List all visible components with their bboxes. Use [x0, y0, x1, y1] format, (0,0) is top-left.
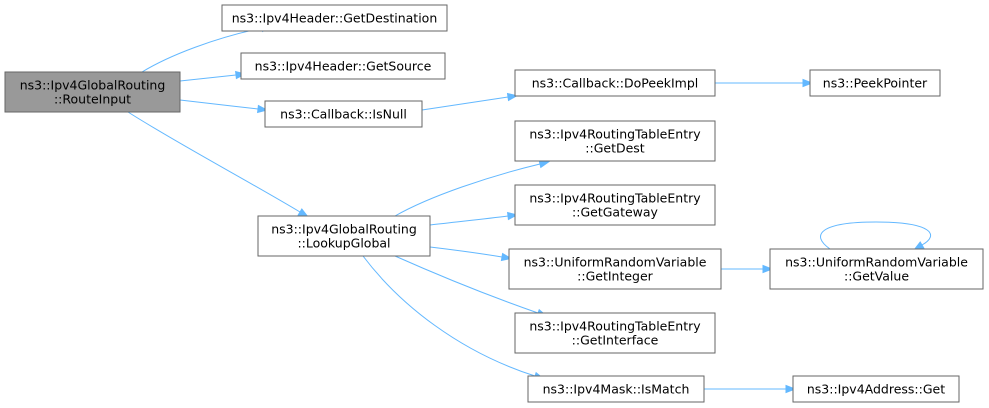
- node-getdestentry[interactable]: ns3::Ipv4RoutingTableEntry::GetDest: [514, 120, 716, 162]
- node-label: ns3::Ipv4GlobalRouting: [271, 222, 417, 237]
- node-label: ns3::PeekPointer: [823, 76, 928, 91]
- node-box: [514, 312, 716, 354]
- node-label: ::GetDest: [585, 141, 645, 156]
- node-label: ns3::Ipv4Address::Get: [807, 382, 945, 397]
- arrowhead: [538, 160, 551, 169]
- node-label: ::GetValue: [844, 269, 909, 284]
- edge-root-to-isnull: [179, 99, 269, 114]
- node-getdest[interactable]: ns3::Ipv4Header::GetDestination: [221, 4, 448, 32]
- arrowhead: [507, 211, 519, 221]
- arrowhead: [785, 384, 797, 394]
- nodes-layer: ns3::Ipv4GlobalRouting::RouteInputns3::I…: [4, 4, 984, 403]
- node-label: ::LookupGlobal: [297, 236, 390, 251]
- edge-line: [179, 74, 237, 82]
- edge-ismatch-to-addrget: [704, 384, 797, 394]
- edge-line: [141, 27, 263, 73]
- edge-line: [429, 246, 503, 258]
- node-box: [508, 248, 722, 290]
- node-label: ns3::Ipv4Mask::IsMatch: [543, 382, 690, 397]
- node-label: ns3::Ipv4GlobalRouting: [20, 78, 166, 93]
- edge-line: [421, 96, 509, 111]
- node-box: [4, 71, 181, 113]
- node-box: [514, 69, 716, 97]
- node-label: ns3::UniformRandomVariable: [524, 255, 707, 270]
- arrowhead: [257, 104, 269, 114]
- edge-isnull-to-dopeek: [421, 92, 519, 111]
- node-box: [257, 215, 431, 257]
- node-dopeek[interactable]: ns3::Callback::DoPeekImpl: [514, 69, 716, 97]
- edge-line: [394, 163, 541, 217]
- node-box: [514, 120, 716, 162]
- node-addrget[interactable]: ns3::Ipv4Address::Get: [792, 375, 960, 403]
- node-box: [221, 4, 448, 32]
- node-isnull[interactable]: ns3::Callback::IsNull: [264, 100, 423, 128]
- node-lookup[interactable]: ns3::Ipv4GlobalRouting::LookupGlobal: [257, 215, 431, 257]
- node-label: ns3::Callback::IsNull: [280, 107, 407, 122]
- node-box: [240, 52, 446, 80]
- edge-root-to-lookup: [127, 111, 309, 218]
- node-root[interactable]: ns3::Ipv4GlobalRouting::RouteInput: [4, 71, 181, 113]
- node-box: [792, 375, 960, 403]
- node-box: [264, 100, 423, 128]
- edges-layer: [127, 23, 932, 394]
- edge-line: [820, 221, 932, 250]
- node-box: [809, 69, 941, 97]
- edge-line: [179, 99, 259, 110]
- edge-line: [394, 255, 539, 314]
- node-label: ::GetGateway: [572, 205, 659, 220]
- arrowhead: [297, 208, 309, 218]
- node-label: ns3::Callback::DoPeekImpl: [532, 76, 699, 91]
- node-box: [527, 375, 705, 403]
- node-label: ns3::Ipv4RoutingTableEntry: [529, 191, 701, 206]
- arrowhead: [802, 78, 814, 88]
- node-label: ns3::UniformRandomVariable: [785, 255, 968, 270]
- node-label: ns3::Ipv4Header::GetDestination: [232, 11, 438, 26]
- node-getinterface[interactable]: ns3::Ipv4RoutingTableEntry::GetInterface: [514, 312, 716, 354]
- node-label: ns3::Ipv4RoutingTableEntry: [529, 127, 701, 142]
- arrowhead: [762, 264, 774, 274]
- edge-getinteger-to-getvalue: [721, 264, 774, 274]
- node-label: ns3::Ipv4Header::GetSource: [255, 59, 432, 74]
- node-ismatch[interactable]: ns3::Ipv4Mask::IsMatch: [527, 375, 705, 403]
- edge-getvalue-to-getvalue: [820, 221, 932, 251]
- node-getsource[interactable]: ns3::Ipv4Header::GetSource: [240, 52, 446, 80]
- node-label: ::RouteInput: [54, 92, 131, 107]
- node-label: ::GetInterface: [572, 333, 659, 348]
- edge-root-to-getsource: [179, 70, 247, 82]
- node-label: ::GetInteger: [577, 269, 654, 284]
- edge-dopeek-to-peekptr: [715, 78, 814, 88]
- edge-lookup-to-getinteger: [429, 246, 513, 262]
- edge-line: [429, 215, 509, 226]
- node-box: [514, 184, 716, 226]
- edge-line: [362, 255, 536, 377]
- node-getinteger[interactable]: ns3::UniformRandomVariable::GetInteger: [508, 248, 722, 290]
- node-label: ns3::Ipv4RoutingTableEntry: [529, 319, 701, 334]
- node-box: [769, 248, 984, 290]
- edge-lookup-to-getgateway: [429, 211, 519, 226]
- node-getgateway[interactable]: ns3::Ipv4RoutingTableEntry::GetGateway: [514, 184, 716, 226]
- node-getvalue[interactable]: ns3::UniformRandomVariable::GetValue: [769, 248, 984, 290]
- node-peekptr[interactable]: ns3::PeekPointer: [809, 69, 941, 97]
- edge-line: [127, 111, 301, 213]
